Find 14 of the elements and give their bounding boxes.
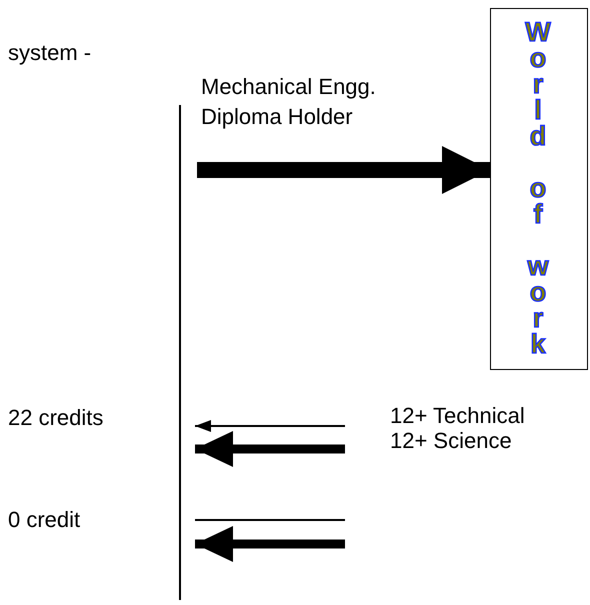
arrow [195,431,345,467]
row-label: 0 credit [8,507,80,533]
row-label: 12+ Science [390,428,512,454]
row-label: 12+ Technical [390,403,525,429]
word-art-text: World of work [522,17,554,355]
caption-text: system - [8,40,92,66]
row-label: 22 credits [8,405,104,431]
arrow [195,420,345,432]
arrow [197,146,490,194]
arrow [195,526,345,562]
text-box [490,8,588,370]
vertical-line [179,105,181,600]
line [195,519,345,521]
edge-label: Mechanical Engg. Diploma Holder [201,73,377,131]
